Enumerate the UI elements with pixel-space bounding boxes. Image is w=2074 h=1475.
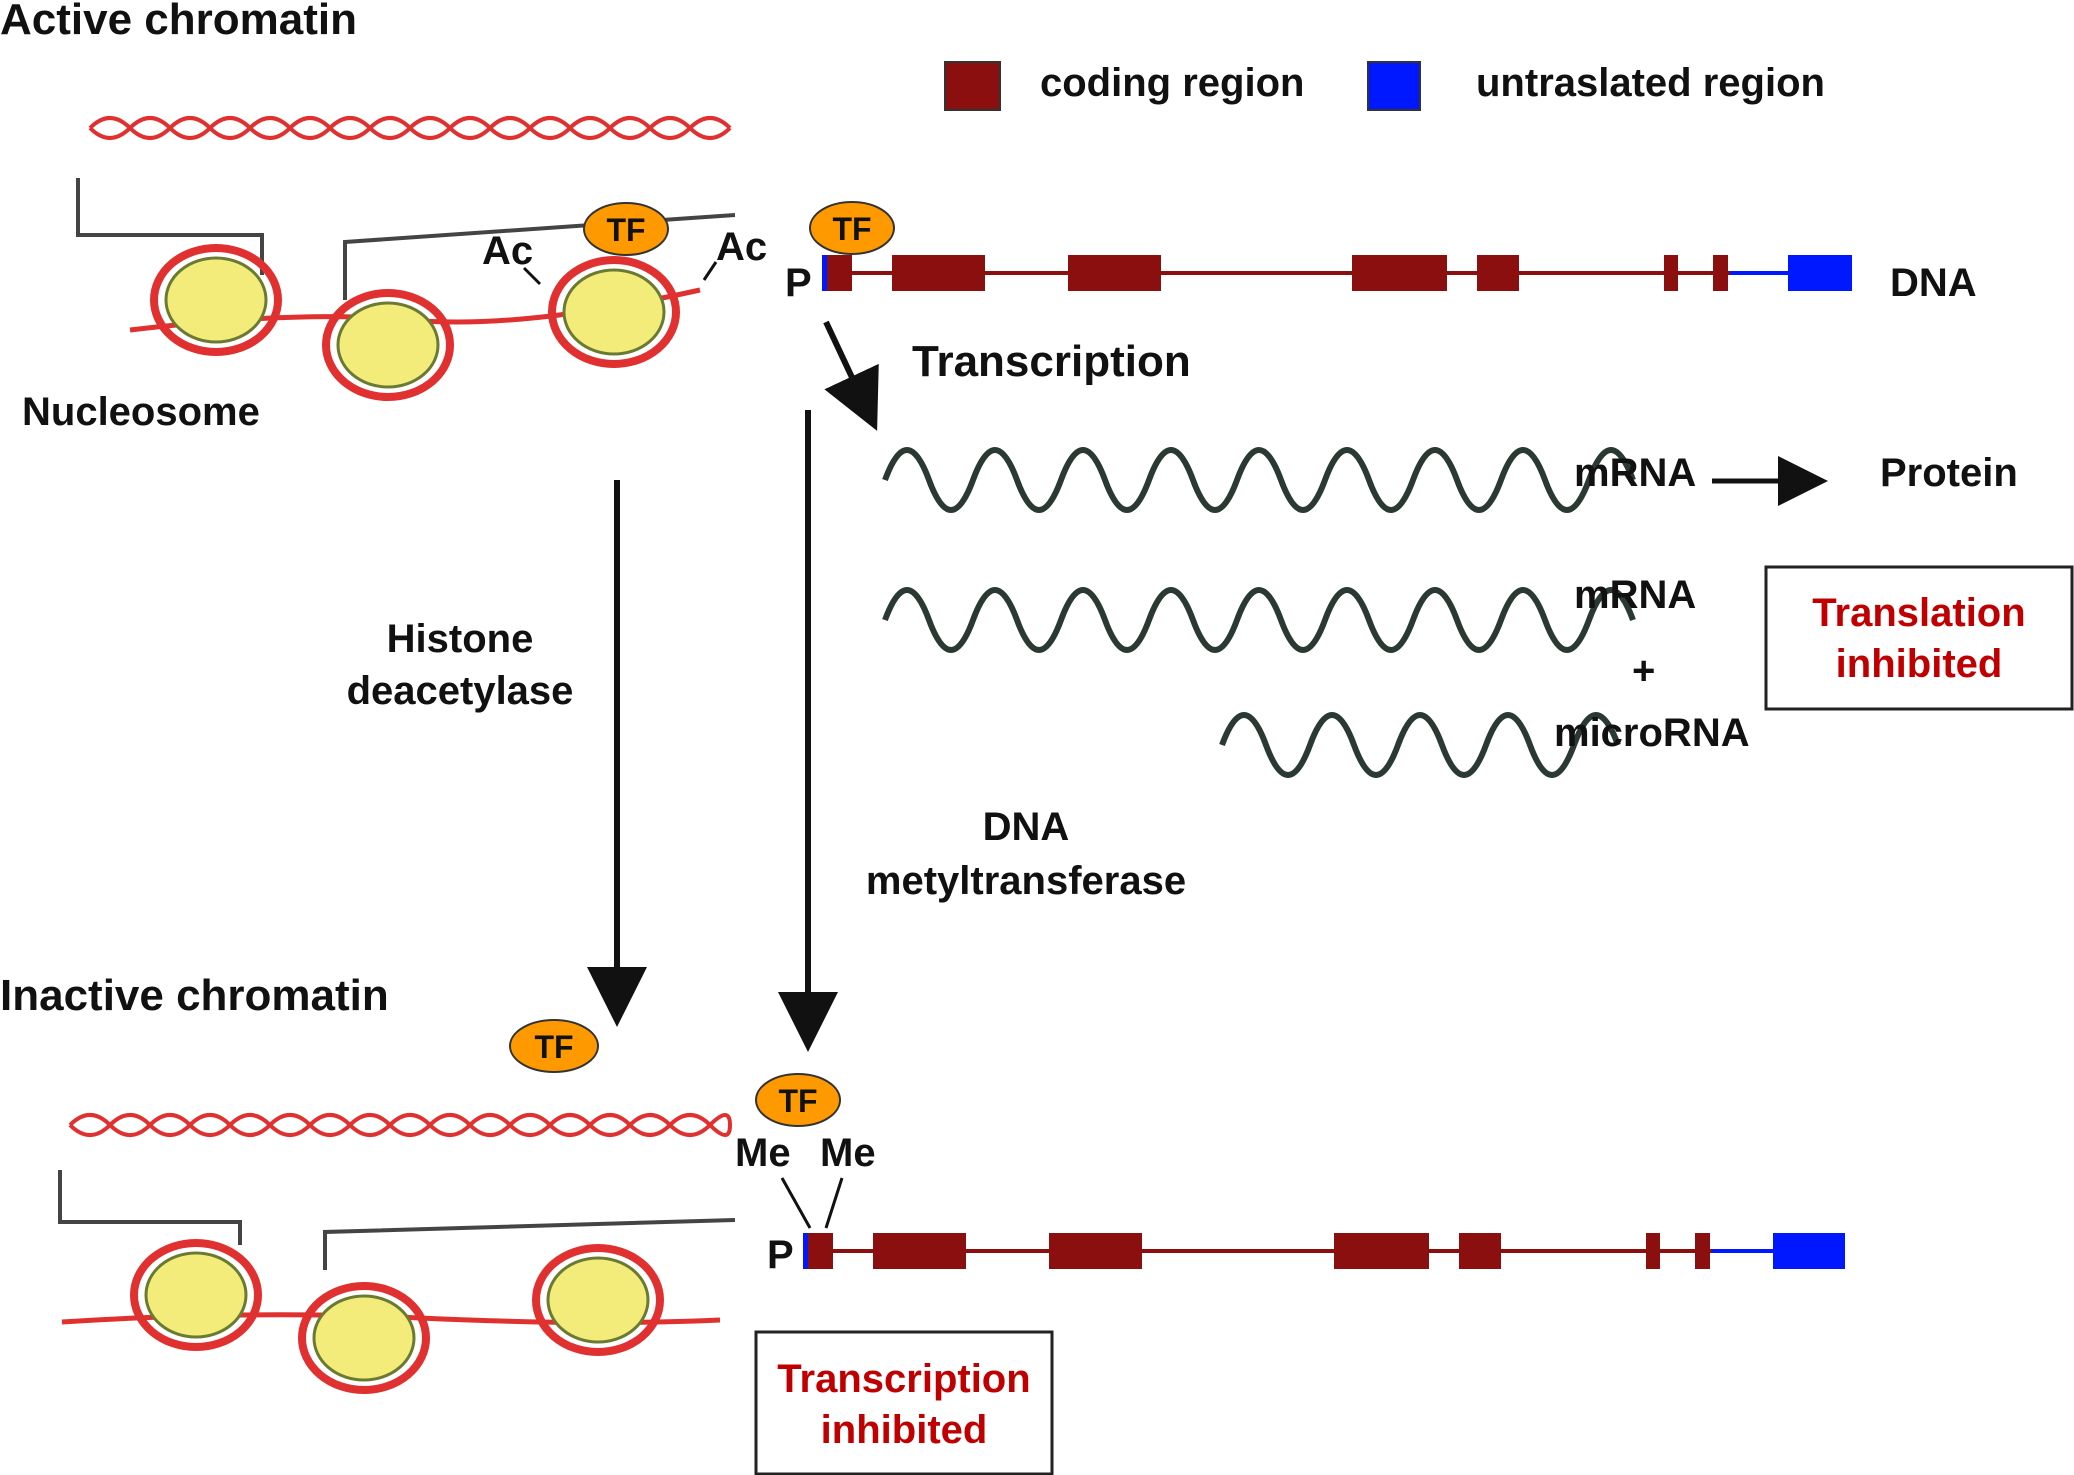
coding-exon xyxy=(827,255,852,291)
transcription-label: Transcription xyxy=(912,337,1191,386)
histone-tail xyxy=(343,213,736,300)
inactive-chromatin-graphic xyxy=(58,1113,736,1394)
acetyl-label-left: Ac xyxy=(482,229,533,273)
acetyl-label-right: Ac xyxy=(716,225,767,269)
tf-badge xyxy=(583,202,669,256)
tf-badge xyxy=(755,1073,841,1127)
translation-inhibited-line2: inhibited xyxy=(1836,642,2003,686)
transcription-inhibited-line1: Transcription xyxy=(777,1357,1030,1401)
active-gene: TF P DNA xyxy=(785,201,1977,305)
mrna-wave xyxy=(882,447,1636,513)
coding-exon xyxy=(1459,1233,1501,1269)
microrna-wave xyxy=(1219,712,1621,778)
active-chromatin-graphic: Ac Ac TF xyxy=(76,116,767,401)
legend: coding region untraslated region xyxy=(944,61,1825,111)
methyl-pointer xyxy=(824,1177,844,1229)
histone-deacetylase-line1: Histone xyxy=(387,617,534,661)
nucleosome-label: Nucleosome xyxy=(22,390,260,434)
active-chromatin-title: Active chromatin xyxy=(0,0,357,44)
coding-exon xyxy=(1695,1233,1710,1269)
coding-exon xyxy=(1646,1233,1660,1269)
legend-utr-swatch xyxy=(1367,61,1421,111)
tf-label: TF xyxy=(832,211,871,247)
inactive-chromatin-title: Inactive chromatin xyxy=(0,971,389,1020)
methyl-pointer xyxy=(780,1177,812,1229)
dna-methyltransferase-line2: metyltransferase xyxy=(866,859,1186,903)
methyl-label-right: Me xyxy=(820,1131,876,1175)
coding-exon xyxy=(892,255,985,291)
transcription-inhibited-box xyxy=(754,1330,1054,1475)
coding-exon xyxy=(1477,255,1519,291)
tf-label: TF xyxy=(606,212,645,248)
coding-exon xyxy=(1664,255,1678,291)
nucleosome xyxy=(532,1244,664,1356)
dna-methyltransferase-line1: DNA xyxy=(983,805,1070,849)
nucleosome xyxy=(322,289,454,401)
mrna-label: mRNA xyxy=(1574,573,1696,617)
histone-tail xyxy=(76,178,264,275)
coding-exon xyxy=(873,1233,966,1269)
mrna-wave xyxy=(882,587,1636,653)
utr-block xyxy=(1788,255,1852,291)
utr-block xyxy=(1773,1233,1845,1269)
legend-coding-swatch xyxy=(944,61,1001,111)
acetyl-pointer xyxy=(702,261,718,281)
protein-label: Protein xyxy=(1880,451,2018,495)
dna-helix-strand xyxy=(68,1113,732,1137)
nucleosome xyxy=(130,1239,262,1351)
translation-inhibited-line1: Translation xyxy=(1812,591,2025,635)
histone-tail xyxy=(323,1218,736,1270)
translation-inhibited-box xyxy=(1764,565,2074,711)
nucleosome xyxy=(150,244,282,356)
inactive-gene: TF Me Me P xyxy=(735,1073,1845,1277)
utr-block xyxy=(803,1233,808,1269)
microrna-label: microRNA xyxy=(1554,711,1750,755)
methyl-label-left: Me xyxy=(735,1131,791,1175)
tf-badge xyxy=(509,1019,599,1073)
histone-tail xyxy=(58,1170,242,1245)
dna-label: DNA xyxy=(1890,261,1977,305)
mrna-label: mRNA xyxy=(1574,451,1696,495)
coding-exon xyxy=(808,1233,833,1269)
coding-exon xyxy=(1049,1233,1142,1269)
promoter-label: P xyxy=(767,1233,794,1277)
coding-exon xyxy=(1352,255,1447,291)
plus-sign: + xyxy=(1632,649,1655,693)
transcription-arrow xyxy=(823,320,879,431)
histone-deacetylase-line2: deacetylase xyxy=(347,669,574,713)
acetyl-pointer xyxy=(522,266,542,286)
coding-exon xyxy=(1334,1233,1429,1269)
nucleosome xyxy=(548,256,680,368)
legend-coding-label: coding region xyxy=(1040,61,1304,105)
utr-block xyxy=(822,255,827,291)
dna-helix-strand xyxy=(88,116,732,140)
transcription-inhibited-line2: inhibited xyxy=(821,1408,988,1452)
tf-badge xyxy=(809,201,895,255)
nucleosome xyxy=(298,1282,430,1394)
dna-helix-strand xyxy=(68,1113,732,1137)
tf-label: TF xyxy=(534,1029,573,1065)
coding-exon xyxy=(1068,255,1161,291)
promoter-label: P xyxy=(785,261,812,305)
tf-label: TF xyxy=(778,1083,817,1119)
coding-exon xyxy=(1713,255,1728,291)
legend-utr-label: untraslated region xyxy=(1476,61,1825,105)
